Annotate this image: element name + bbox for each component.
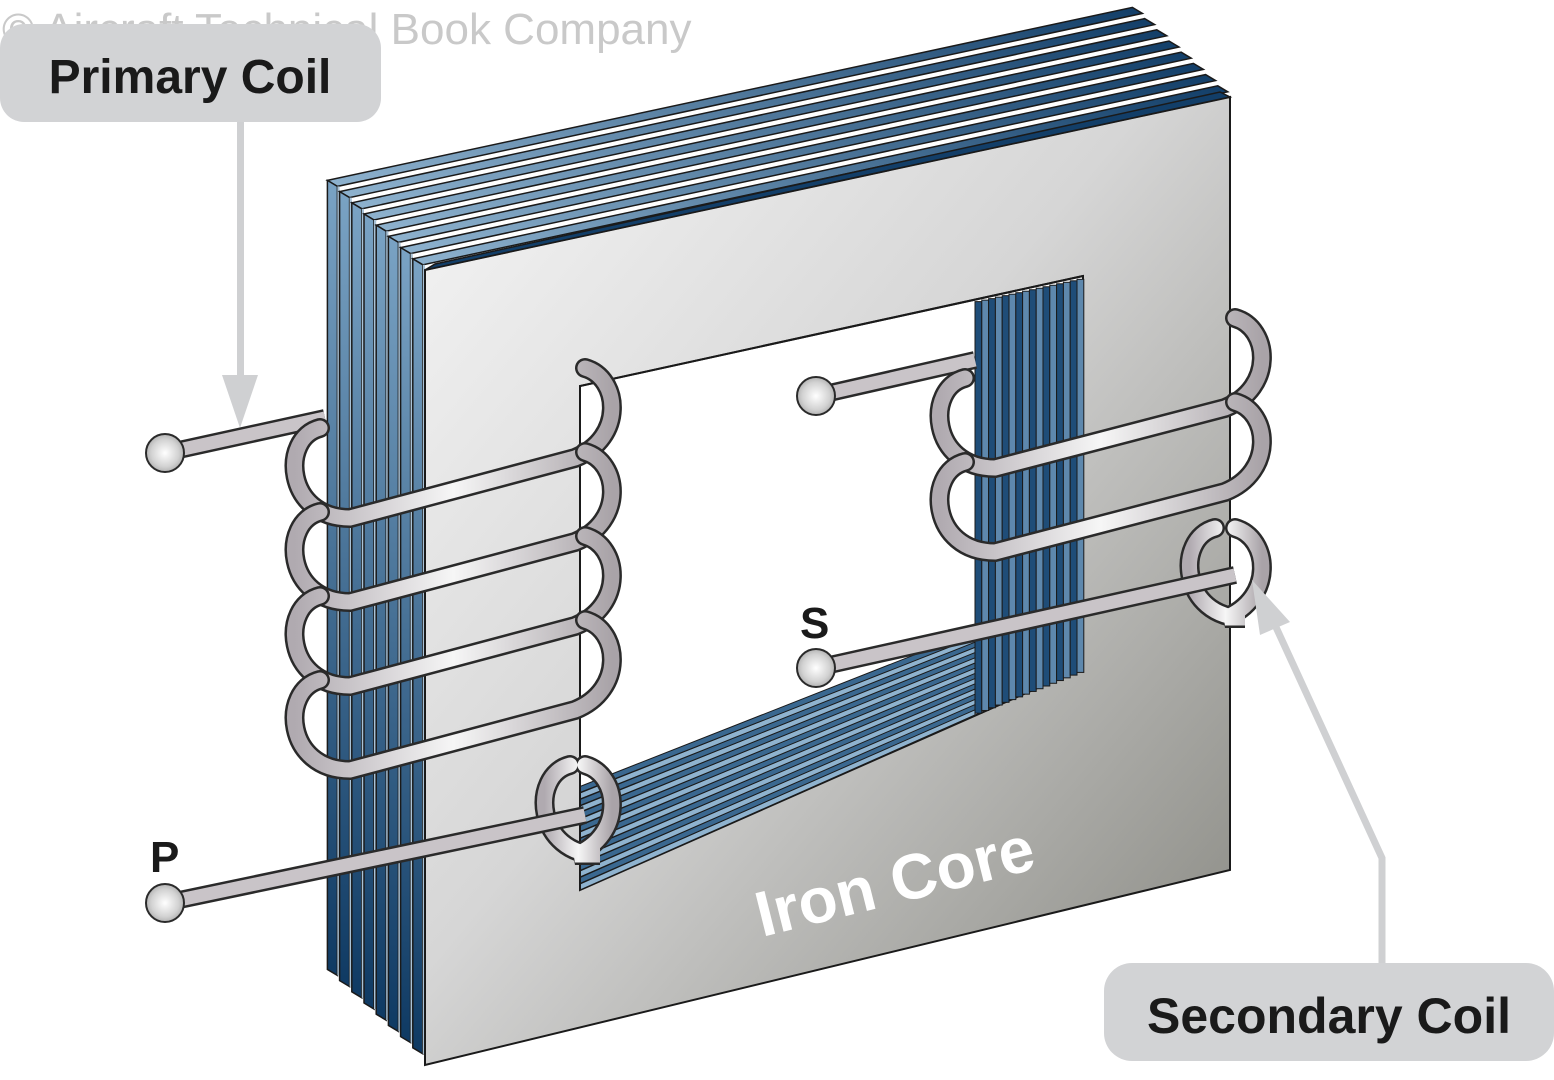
inner-lamination-strip xyxy=(1022,290,1030,695)
lamination-left-edge xyxy=(399,246,412,1044)
coil-wire xyxy=(537,757,620,863)
coil-wire xyxy=(1182,520,1270,626)
secondary-coil-callout: Secondary Coil xyxy=(1104,580,1554,1061)
coil-wire xyxy=(287,612,620,778)
primary-terminal-label: P xyxy=(150,833,179,882)
inner-lamination-strip xyxy=(1008,293,1017,701)
secondary-terminal-label: S xyxy=(800,599,829,648)
inner-lamination-strip xyxy=(974,301,983,714)
inner-lamination-strip xyxy=(1015,292,1024,698)
arrow-head xyxy=(1252,580,1290,635)
primary-coil xyxy=(145,358,622,923)
callout-box xyxy=(1104,963,1554,1061)
lead-wire xyxy=(814,353,977,403)
coil-wire xyxy=(287,444,620,610)
lamination-left-edge xyxy=(375,223,387,1022)
coil-wire xyxy=(932,394,1270,560)
arrow-head xyxy=(222,375,258,428)
inner-lamination-strip xyxy=(981,299,990,711)
window-laminations xyxy=(579,275,1085,891)
lead-wire xyxy=(163,808,587,910)
secondary-coil xyxy=(796,308,1272,688)
lamination-stack xyxy=(325,6,1230,1056)
callout-label: Primary Coil xyxy=(49,51,332,104)
lamination-gap xyxy=(410,253,413,1043)
arrow-shaft xyxy=(237,122,244,382)
lamination-left-edge xyxy=(326,179,339,977)
inner-lamination-strip xyxy=(1035,287,1044,690)
callout-label: Secondary Coil xyxy=(1147,988,1511,1044)
inner-lamination-strip xyxy=(994,296,1003,706)
lamination-left-edge xyxy=(363,212,375,1011)
inner-lamination-strip xyxy=(988,298,996,709)
lead-wire xyxy=(814,568,1237,675)
coil-wire xyxy=(287,528,620,694)
primary-coil-callout: Primary Coil xyxy=(0,24,381,428)
lamination-gap xyxy=(337,186,340,976)
lamination-gap xyxy=(386,231,389,1021)
front-plate-top-edge xyxy=(424,91,1233,271)
coil-wire xyxy=(932,310,1270,476)
inner-lamination-strip xyxy=(1076,278,1085,673)
lamination-left-edge xyxy=(387,235,400,1033)
terminal-ball xyxy=(145,883,185,923)
callout-box xyxy=(0,24,381,122)
lead-wire xyxy=(163,411,327,460)
lamination-left-edge xyxy=(412,257,424,1056)
terminal-ball xyxy=(796,376,836,416)
lamination-gap xyxy=(374,220,377,1009)
arrow-shaft xyxy=(1271,623,1386,965)
window-edge xyxy=(579,275,1084,890)
inner-lamination-strip xyxy=(1028,289,1037,692)
lamination-gap xyxy=(398,242,401,1032)
coil-wire xyxy=(287,360,620,526)
inner-lamination-strip xyxy=(1001,295,1010,703)
terminal-ball xyxy=(796,648,836,688)
terminal-ball xyxy=(145,433,185,473)
